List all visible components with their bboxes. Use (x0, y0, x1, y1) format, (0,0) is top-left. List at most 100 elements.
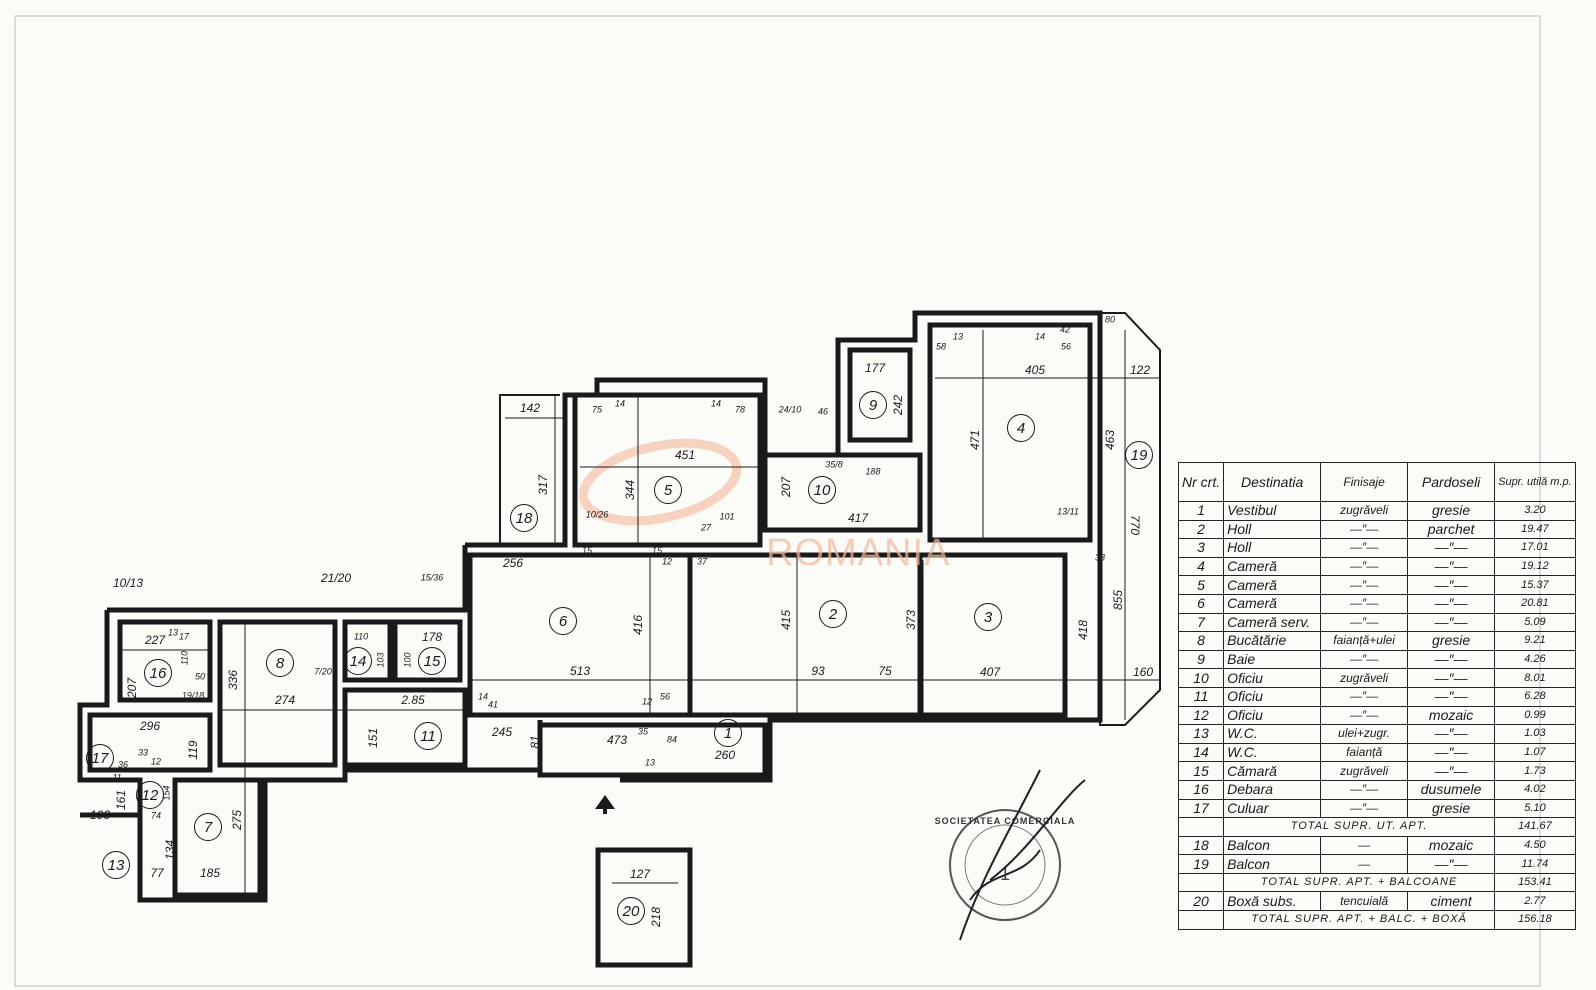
dimension-label: 110 (179, 650, 190, 666)
dimension-label: 256 (502, 556, 524, 570)
room-number: 15 (418, 647, 446, 675)
cell: 5 (1177, 575, 1225, 595)
cell: gresie (1407, 501, 1496, 521)
cell: 8 (1177, 631, 1225, 651)
dimension-label: 101 (719, 511, 735, 522)
cell: Oficiu (1223, 686, 1322, 707)
cell: parchet (1407, 519, 1496, 540)
cell: —″— (1407, 575, 1496, 595)
room-number: 17 (86, 744, 114, 772)
entrance-arrow-icon (595, 795, 615, 814)
cell: —″— (1320, 556, 1409, 577)
dimension-label: 274 (274, 693, 296, 707)
dimension-label: 317 (536, 474, 550, 496)
dimension-label: 27 (700, 522, 712, 533)
room-number: 7 (194, 813, 222, 841)
cell: 1.07 (1494, 742, 1576, 763)
dimension-label: 14 (477, 691, 489, 702)
walls (77, 310, 1103, 968)
cell: —″— (1320, 705, 1409, 726)
dimension-label: 15 (651, 545, 663, 556)
room-number: 16 (144, 659, 172, 687)
cell: 11.74 (1494, 854, 1576, 874)
cell: 4 (1177, 556, 1225, 577)
dimension-label: 207 (779, 476, 793, 498)
cell: 17 (1177, 798, 1225, 819)
dimension-label: 151 (366, 727, 380, 749)
dimension-label: 260 (714, 748, 736, 762)
room-number: 3 (974, 603, 1002, 631)
cell: Oficiu (1223, 668, 1322, 688)
total-label: TOTAL SUPR. APT. + BALC. + BOXĂ (1223, 910, 1496, 930)
cell: gresie (1407, 631, 1496, 651)
cell: 7 (1177, 612, 1225, 633)
cell: —″— (1407, 538, 1496, 558)
dimension-label: 154 (161, 785, 172, 801)
cell: 3.20 (1494, 501, 1576, 521)
cell: 4.50 (1494, 835, 1576, 856)
cell: 15 (1177, 761, 1225, 781)
cell: —″— (1320, 593, 1409, 614)
cell: zugrăveli (1320, 501, 1409, 521)
dimension-label: 14 (1034, 331, 1046, 342)
total-value: 156.18 (1494, 910, 1576, 930)
cell: 18 (1177, 835, 1225, 856)
dimension-label: 50 (194, 671, 206, 682)
cell: 19.47 (1494, 519, 1576, 540)
cell: mozaic (1407, 835, 1496, 856)
cell: —″— (1320, 686, 1409, 707)
dimension-label: 275 (230, 809, 244, 831)
dimension-label: 405 (1024, 363, 1046, 377)
dimension-label: 178 (421, 630, 443, 644)
table-row: 20 Boxă subs. tencuială ciment 2.77 (1177, 891, 1576, 912)
cell: 9 (1177, 649, 1225, 670)
cell: Vestibul (1223, 501, 1322, 521)
table-row-total: TOTAL SUPR. UT. APT.141.67 (1177, 817, 1576, 837)
dimension-label: 13 (644, 757, 656, 768)
cell: 0.99 (1494, 705, 1576, 726)
cell: Cameră serv. (1223, 612, 1322, 633)
cell: gresie (1407, 798, 1496, 819)
dimension-label: 770 (1128, 514, 1142, 536)
cell: Cameră (1223, 593, 1322, 614)
dimension-label: 160 (1132, 665, 1154, 679)
dimension-label: 75 (878, 664, 892, 678)
dimension-label: 19/18 (181, 690, 205, 701)
dimension-label: 416 (631, 614, 645, 636)
dimension-label: 417 (847, 511, 869, 525)
room-number: 8 (266, 649, 294, 677)
dimension-label: 78 (734, 404, 746, 415)
room-number: 2 (819, 600, 847, 628)
dimension-label: 2.85 (401, 693, 425, 707)
total-label: TOTAL SUPR. APT. + BALCOANE (1223, 872, 1496, 893)
cell: mozaic (1407, 705, 1496, 726)
dimension-label: 463 (1103, 429, 1117, 451)
dimension-label: 336 (226, 669, 240, 691)
cell: 2 (1177, 519, 1225, 540)
cell: 3 (1177, 538, 1225, 558)
cell: W.C. (1223, 742, 1322, 763)
cell: 9.21 (1494, 631, 1576, 651)
cell: 2.77 (1494, 891, 1576, 912)
dimension-label: 418 (1076, 619, 1090, 641)
cell: —″— (1320, 798, 1409, 819)
cell: —″— (1407, 854, 1496, 874)
cell: Cameră (1223, 575, 1322, 595)
dimension-label: 513 (569, 664, 591, 678)
dimension-label: 14 (710, 398, 722, 409)
header-pardoseli: Pardoseli (1407, 462, 1496, 502)
cell: Boxă subs. (1223, 891, 1322, 912)
dimension-label: 407 (979, 665, 1001, 679)
cell: Bucătărie (1223, 631, 1322, 651)
dimension-label: 103 (375, 652, 386, 668)
cell: 17.01 (1494, 538, 1576, 558)
